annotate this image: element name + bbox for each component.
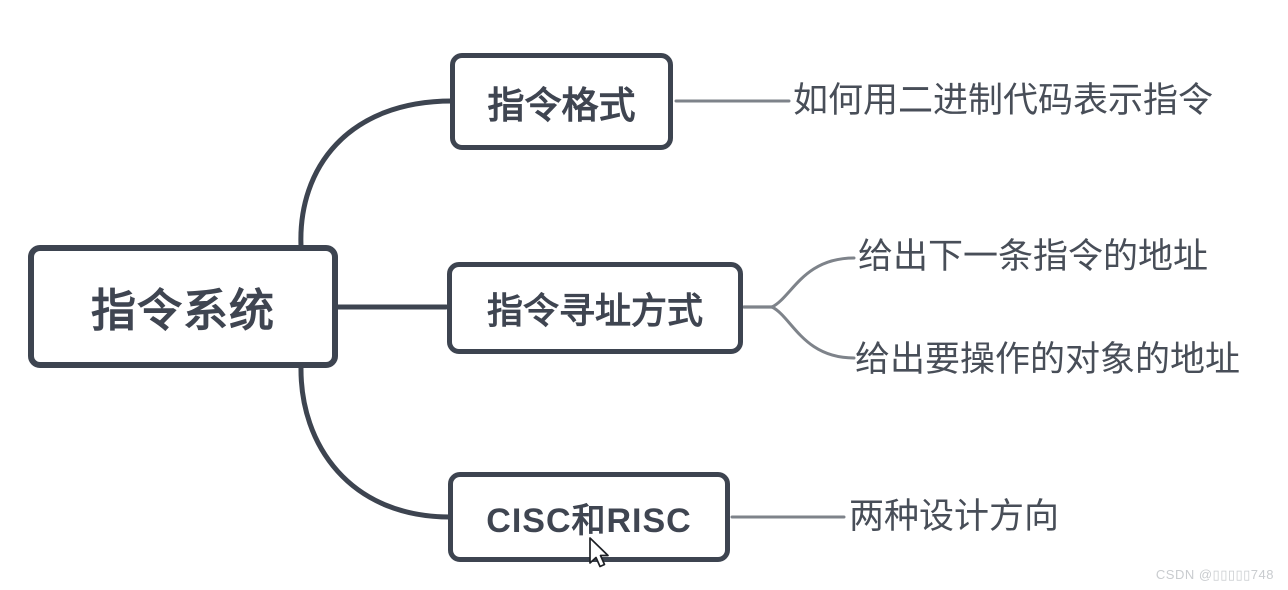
branch-line-top xyxy=(298,98,455,249)
leaf-operand-address[interactable]: 给出要操作的对象的地址 xyxy=(855,340,1241,379)
node-root-label: 指令系统 xyxy=(90,285,275,336)
node-cisc-risc-label: CISC和RISC xyxy=(486,501,692,540)
branch-line-bottom xyxy=(298,364,453,520)
fork-arm-down xyxy=(770,305,856,360)
node-instruction-format-label: 指令格式 xyxy=(487,84,636,126)
node-addressing-mode[interactable]: 指令寻址方式 xyxy=(447,262,743,354)
leaf-two-design-directions[interactable]: 两种设计方向 xyxy=(849,497,1060,536)
leaf-next-instruction-address[interactable]: 给出下一条指令的地址 xyxy=(858,237,1209,276)
csdn-watermark: CSDN @▯▯▯▯▯748 xyxy=(1155,567,1274,582)
leaf-binary-representation[interactable]: 如何用二进制代码表示指令 xyxy=(793,81,1214,120)
node-root[interactable]: 指令系统 xyxy=(28,245,338,368)
node-addressing-mode-label: 指令寻址方式 xyxy=(486,290,703,331)
mouse-cursor-icon xyxy=(589,537,609,568)
node-cisc-risc[interactable]: CISC和RISC xyxy=(448,472,730,562)
node-instruction-format[interactable]: 指令格式 xyxy=(450,53,673,150)
fork-arm-up xyxy=(770,256,856,309)
